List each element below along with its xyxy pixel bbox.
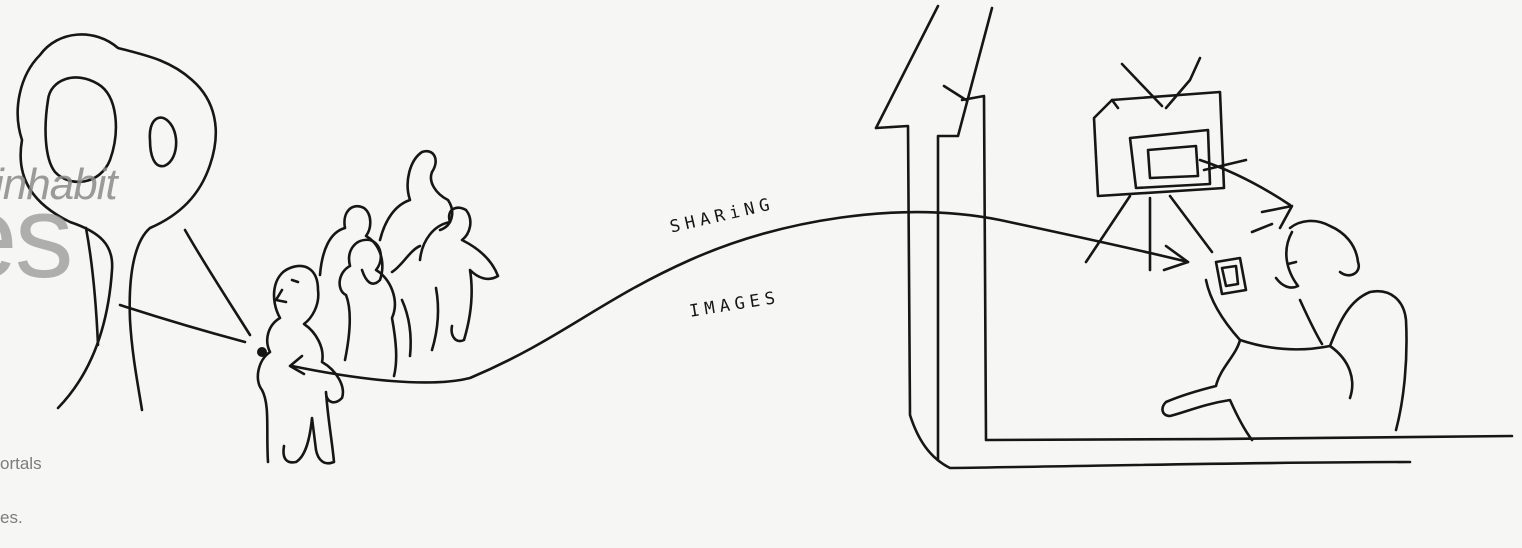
television-drawing (1084, 56, 1294, 272)
overlay-large-word: es (0, 171, 74, 303)
house-drawing (874, 4, 1514, 470)
overlay-script-word: inhabit (0, 160, 118, 209)
viewer-in-armchair (1161, 219, 1408, 442)
overlay-text-line-1: ortals (0, 454, 42, 473)
overlay-text-line-2: es. (0, 508, 23, 527)
crowd-figures (318, 149, 500, 378)
sharing-connection-line (288, 210, 1190, 384)
tree-drawing (16, 33, 252, 412)
speaker-figure (256, 264, 345, 465)
